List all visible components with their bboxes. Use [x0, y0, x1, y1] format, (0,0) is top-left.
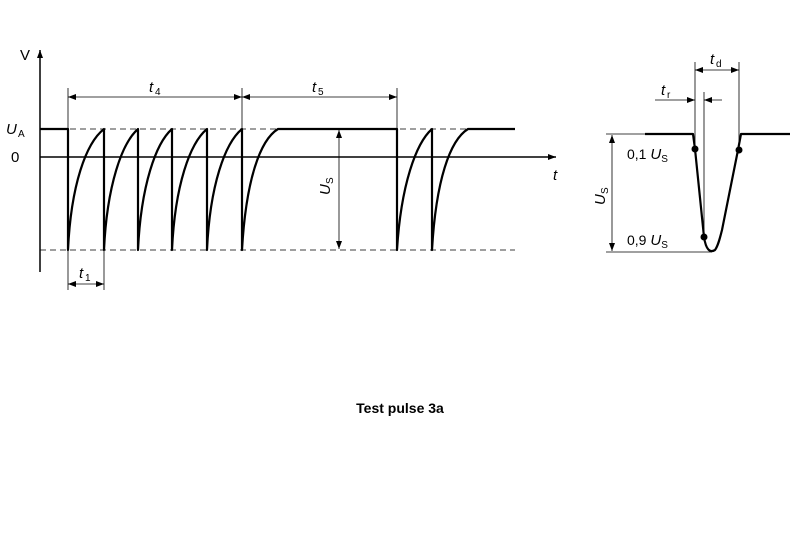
x-axis-label: t — [553, 167, 558, 184]
us-label: U — [317, 184, 334, 195]
ua-sub: A — [18, 129, 25, 140]
zero-label: 0 — [11, 149, 19, 166]
detail-plot: U S t d t r 0,1 US 0,9 US — [592, 51, 790, 253]
t1-label: t — [79, 265, 84, 282]
y-axis-label: V — [20, 47, 30, 64]
detail-us-sub: S — [600, 187, 611, 194]
td-label: t — [710, 51, 715, 68]
detail-us-label: U — [592, 194, 609, 205]
p09-label: 0,9 US — [627, 232, 668, 251]
t1-sub: 1 — [85, 273, 91, 284]
t4-sub: 4 — [155, 87, 161, 98]
us-sub: S — [325, 177, 336, 184]
figure-caption: Test pulse 3a — [356, 400, 444, 416]
p01-label: 0,1 US — [627, 146, 668, 165]
t5-sub: 5 — [318, 87, 324, 98]
td-sub: d — [716, 59, 722, 70]
detail-pulse-waveform — [645, 132, 790, 253]
t5-label: t — [312, 79, 317, 96]
tr-label: t — [661, 82, 666, 99]
tr-sub: r — [667, 90, 671, 101]
ua-label: U — [6, 121, 17, 138]
main-plot: t 4 t 5 U S t 1 V t U A 0 — [6, 47, 558, 290]
t4-label: t — [149, 79, 154, 96]
pulse-waveform — [40, 127, 515, 252]
